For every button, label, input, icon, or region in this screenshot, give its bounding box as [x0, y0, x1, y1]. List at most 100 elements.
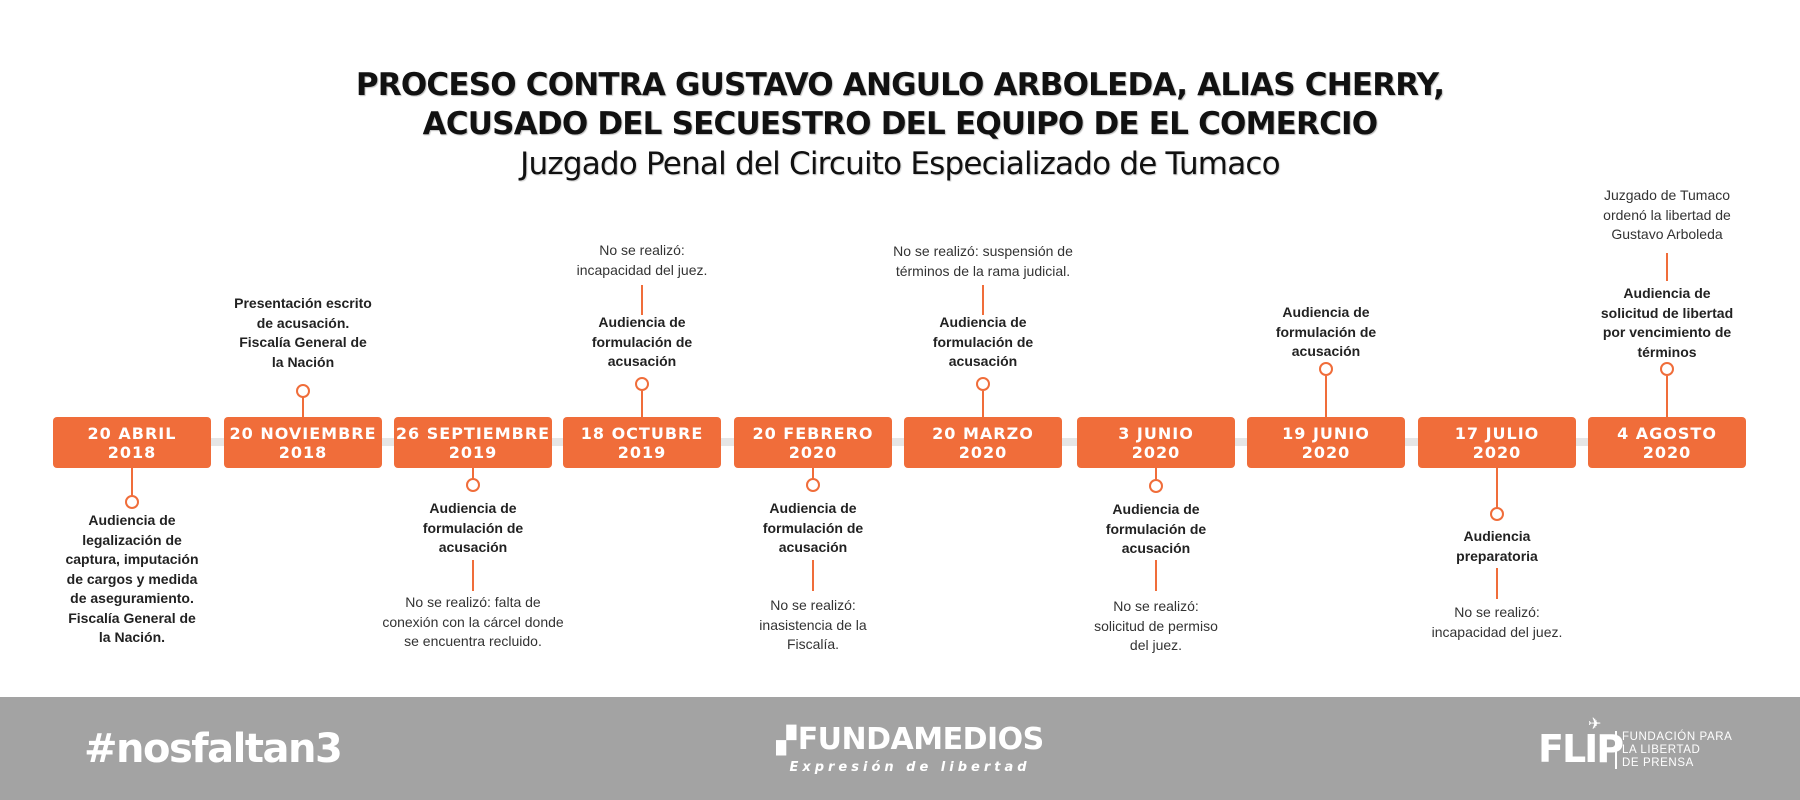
event-label-line: Audiencia de	[769, 500, 857, 516]
event-note-line: Fiscalía.	[786, 636, 840, 652]
event-label-line: de acusación.	[256, 314, 350, 331]
note-connector	[812, 560, 814, 591]
event-note: No se realizó:incapacidad del juez.	[522, 241, 762, 280]
event-label-line: Audiencia de	[1623, 285, 1711, 301]
date-line: 2019	[617, 442, 667, 462]
date-line: 2019	[448, 442, 498, 462]
event-label-line: Audiencia de	[429, 500, 517, 516]
date-line: 2020	[1131, 442, 1181, 462]
event-label-line: legalización de	[82, 531, 182, 548]
event-label-line: de aseguramiento.	[70, 590, 194, 606]
date-line: 19 JUNIO	[1282, 423, 1370, 443]
flip-name-line: LA LIBERTAD	[1622, 744, 1701, 756]
timeline-dot	[1319, 362, 1333, 376]
date-line: 2020	[1642, 442, 1692, 462]
event-label: Audiencia de formulación de acusación	[693, 499, 933, 558]
event-note-line: Juzgado de Tumaco	[1603, 187, 1731, 203]
event-note-line: incapacidad del juez.	[576, 261, 708, 278]
event-label-line: Audiencia de	[88, 512, 176, 528]
connector-line	[982, 391, 984, 417]
event-label-line: Audiencia de	[1282, 304, 1370, 320]
event-label-line: captura, imputación	[65, 551, 199, 567]
event-label-line: la Nación.	[98, 629, 166, 645]
note-connector	[641, 285, 643, 315]
event-label-line: formulación de	[591, 333, 693, 350]
date-line: 2020	[958, 442, 1008, 462]
event-note: Juzgado de Tumaco ordenó la libertad de Gu…	[1547, 186, 1787, 245]
event-note-line: No se realizó:	[770, 597, 856, 613]
event-note: No se realizó: inasistencia de la Fiscalía…	[693, 596, 933, 655]
event-label-line: Presentación escrito	[234, 295, 372, 311]
event-label-line: acusación	[1121, 540, 1191, 556]
date-line: 2018	[107, 442, 157, 462]
event-label-line: formulación de	[1275, 323, 1377, 340]
event-note-line: términos de la rama judicial.	[895, 262, 1071, 279]
event-label-line: acusación	[607, 353, 677, 369]
bird-icon: ✈	[1588, 716, 1602, 733]
event-label-line: términos	[1637, 343, 1697, 360]
event-label-line: acusación	[778, 539, 848, 555]
title-line-2: ACUSADO DEL SECUESTRO DEL EQUIPO DE EL C…	[422, 106, 1378, 142]
connector-line	[302, 391, 304, 417]
timeline-dot	[466, 478, 480, 492]
title-line-1: PROCESO CONTRA GUSTAVO ANGULO ARBOLEDA, …	[355, 67, 1445, 103]
note-connector	[982, 285, 984, 315]
event-note-line: incapacidad del juez.	[1431, 623, 1563, 640]
event-label-line: Audiencia de	[939, 314, 1027, 330]
event-label-line: de cargos y medida	[66, 570, 198, 587]
flip-name-line: DE PRENSA	[1622, 757, 1694, 769]
connector-line	[641, 391, 643, 417]
subtitle: Juzgado Penal del Circuito Especializado…	[520, 146, 1280, 182]
event-note-line: solicitud de permiso	[1094, 617, 1218, 634]
date-line: 2020	[1472, 442, 1522, 462]
date-line: 26 SEPTIEMBRE	[395, 423, 551, 443]
fundamedios-logo: ▞FUNDAMEDIOS Expresión de libertad	[760, 723, 1060, 776]
date-line: 3 JUNIO	[1118, 423, 1194, 443]
date-line: 4 AGOSTO	[1617, 423, 1717, 443]
event-label-line: Fiscalía General de	[68, 609, 196, 626]
event-note-line: No se realizó: suspensión de	[893, 243, 1073, 259]
connector-line	[1496, 468, 1498, 508]
fundamedios-icon: ▞	[776, 726, 796, 756]
date-line: 2020	[1301, 442, 1351, 462]
date-line: 20 NOVIEMBRE	[229, 423, 377, 443]
footer: #nosfaltan3 ▞FUNDAMEDIOS Expresión de li…	[0, 697, 1800, 800]
connector-line	[472, 468, 474, 480]
event-note-line: inasistencia de la	[759, 616, 867, 633]
event-label-line: formulación de	[762, 519, 864, 536]
event-note-line: del juez.	[1129, 637, 1183, 653]
connector-line	[1666, 376, 1668, 417]
flip-logo: ✈ FLIP FUNDACIÓN PARA LA LIBERTAD DE PRE…	[1538, 717, 1778, 781]
event-note: No se realizó: incapacidad del juez.	[1377, 603, 1617, 642]
event-label-line: la Nación	[271, 353, 335, 370]
date-line: 18 OCTUBRE	[580, 423, 704, 443]
event-label-line: acusación	[948, 353, 1018, 369]
event-note-line: No se realizó:	[1454, 604, 1540, 620]
event-label-line: Fiscalía General de	[239, 334, 367, 350]
connector-line	[131, 468, 133, 496]
event-label-line: preparatoria	[1456, 547, 1538, 564]
event-note-line: Gustavo Arboleda	[1611, 226, 1723, 242]
event-note-line: ordenó la libertad de	[1603, 206, 1731, 223]
